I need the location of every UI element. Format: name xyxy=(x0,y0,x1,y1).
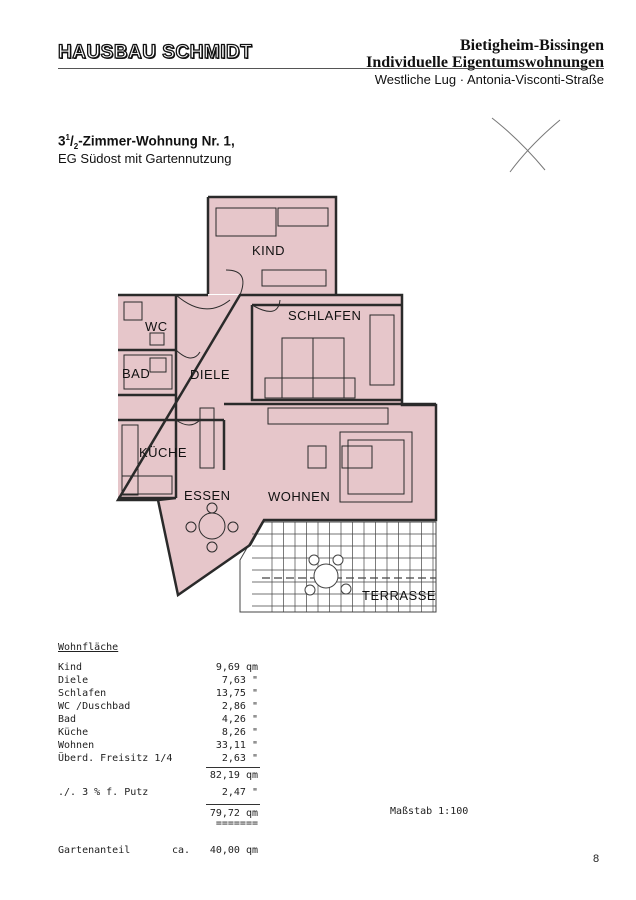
company-logo: HAUSBAU SCHMIDT xyxy=(57,41,253,63)
room-label-diele: DIELE xyxy=(190,367,230,382)
row-name: Kind xyxy=(58,662,83,673)
row-value: 7,63 " xyxy=(221,675,258,686)
room-label-schlafen: SCHLAFEN xyxy=(288,308,361,323)
header-address: Westliche Lug · Antonia-Visconti-Straße xyxy=(374,72,604,87)
row-name: Schlafen xyxy=(58,688,107,699)
row-name: Bad xyxy=(58,714,77,725)
walls xyxy=(115,195,438,598)
scale-label: Maßstab 1:100 xyxy=(390,806,469,817)
double-rule: ======= xyxy=(215,818,258,829)
garden-label: Gartenanteil xyxy=(58,845,131,856)
garden-ca: ca. xyxy=(172,845,191,856)
row-name: Überd. Freisitz 1/4 xyxy=(58,753,173,764)
room-labels: KIND SCHLAFEN WC BAD DIELE KÜCHE ESSEN W… xyxy=(122,243,436,603)
apartment-title: 31/2-Zimmer-Wohnung Nr. 1, xyxy=(58,133,235,152)
room-label-wc: WC xyxy=(145,319,168,334)
room-label-terrasse: TERRASSE xyxy=(362,588,436,603)
room-label-wohnen: WOHNEN xyxy=(268,489,330,504)
row-name: Küche xyxy=(58,727,89,738)
row-name: WC /Duschbad xyxy=(58,701,131,712)
apartment-title-rooms: 3 xyxy=(58,133,66,149)
subtotal-row: 82,19 qm xyxy=(58,767,260,782)
room-label-essen: ESSEN xyxy=(184,488,231,503)
table-row: Kind 9,69 qm xyxy=(58,661,258,674)
total-row: 79,72 qm xyxy=(58,804,260,820)
table-row: Überd. Freisitz 1/4 2,63 " xyxy=(58,752,258,765)
kind-bed-icon xyxy=(215,207,277,237)
area-table-heading: Wohnfläche xyxy=(58,642,119,653)
kitchen-counter xyxy=(121,424,139,496)
total-value: 79,72 qm xyxy=(209,808,258,819)
toilet-icon xyxy=(123,301,143,321)
header-project: Individuelle Eigentumswohnungen xyxy=(366,54,604,71)
table-row: Wohnen 33,11 " xyxy=(58,739,258,752)
area-table: Wohnfläche Kind 9,69 qm Diele 7,63 " Schla… xyxy=(58,642,260,857)
page-number: 8 xyxy=(593,853,600,865)
terrace xyxy=(239,521,437,613)
table-row: Küche 8,26 " xyxy=(58,726,258,739)
room-label-bad: BAD xyxy=(122,366,150,381)
dining-table-icon xyxy=(198,512,226,540)
apartment-title-fraction-den: 2 xyxy=(73,142,79,152)
table-row: Bad 4,26 " xyxy=(58,713,258,726)
garden-row: Gartenanteil ca. 40,00 qm xyxy=(58,844,258,857)
room-fills xyxy=(118,197,436,595)
header-divider xyxy=(58,68,604,69)
table-row: Diele 7,63 " xyxy=(58,674,258,687)
garden-value: 40,00 qm xyxy=(209,845,258,856)
deduction-value: 2,47 " xyxy=(221,787,258,798)
row-value: 9,69 qm xyxy=(215,662,258,673)
row-value: 33,11 " xyxy=(215,740,258,751)
sum-rule xyxy=(206,767,260,768)
apartment-title-fraction-num: 1 xyxy=(65,133,70,142)
sum-rule xyxy=(206,804,260,805)
bed-icon xyxy=(281,337,345,399)
apartment-title-rest: -Zimmer-Wohnung Nr. 1, xyxy=(78,133,235,149)
row-value: 4,26 " xyxy=(221,714,258,725)
deduction-row: ./. 3 % f. Putz 2,47 " xyxy=(58,786,258,799)
row-value: 2,86 " xyxy=(221,701,258,712)
bathtub-icon xyxy=(123,354,173,390)
deduction-label: ./. 3 % f. Putz xyxy=(58,787,149,798)
room-label-kueche: KÜCHE xyxy=(139,445,187,460)
row-name: Diele xyxy=(58,675,89,686)
header-location: Bietigheim-Bissingen xyxy=(459,37,604,54)
coffee-table-icon xyxy=(307,445,327,469)
row-name: Wohnen xyxy=(58,740,95,751)
row-value: 2,63 " xyxy=(221,753,258,764)
double-rule-row: ======= xyxy=(58,819,258,830)
fill-kind xyxy=(208,197,336,294)
apartment-subtitle: EG Südost mit Gartennutzung xyxy=(58,151,232,166)
row-value: 13,75 " xyxy=(215,688,258,699)
table-row: Schlafen 13,75 " xyxy=(58,687,258,700)
fill-main xyxy=(118,295,436,595)
terrace-table xyxy=(304,554,352,596)
subtotal-value: 82,19 qm xyxy=(209,770,258,781)
header-info: Bietigheim-Bissingen Individuelle Eigent… xyxy=(366,37,604,89)
cross-mark-icon xyxy=(491,117,561,173)
row-value: 8,26 " xyxy=(221,727,258,738)
sofa-icon xyxy=(339,431,413,503)
furniture xyxy=(121,207,413,553)
table-row: WC /Duschbad 2,86 " xyxy=(58,700,258,713)
room-label-kind: KIND xyxy=(252,243,285,258)
